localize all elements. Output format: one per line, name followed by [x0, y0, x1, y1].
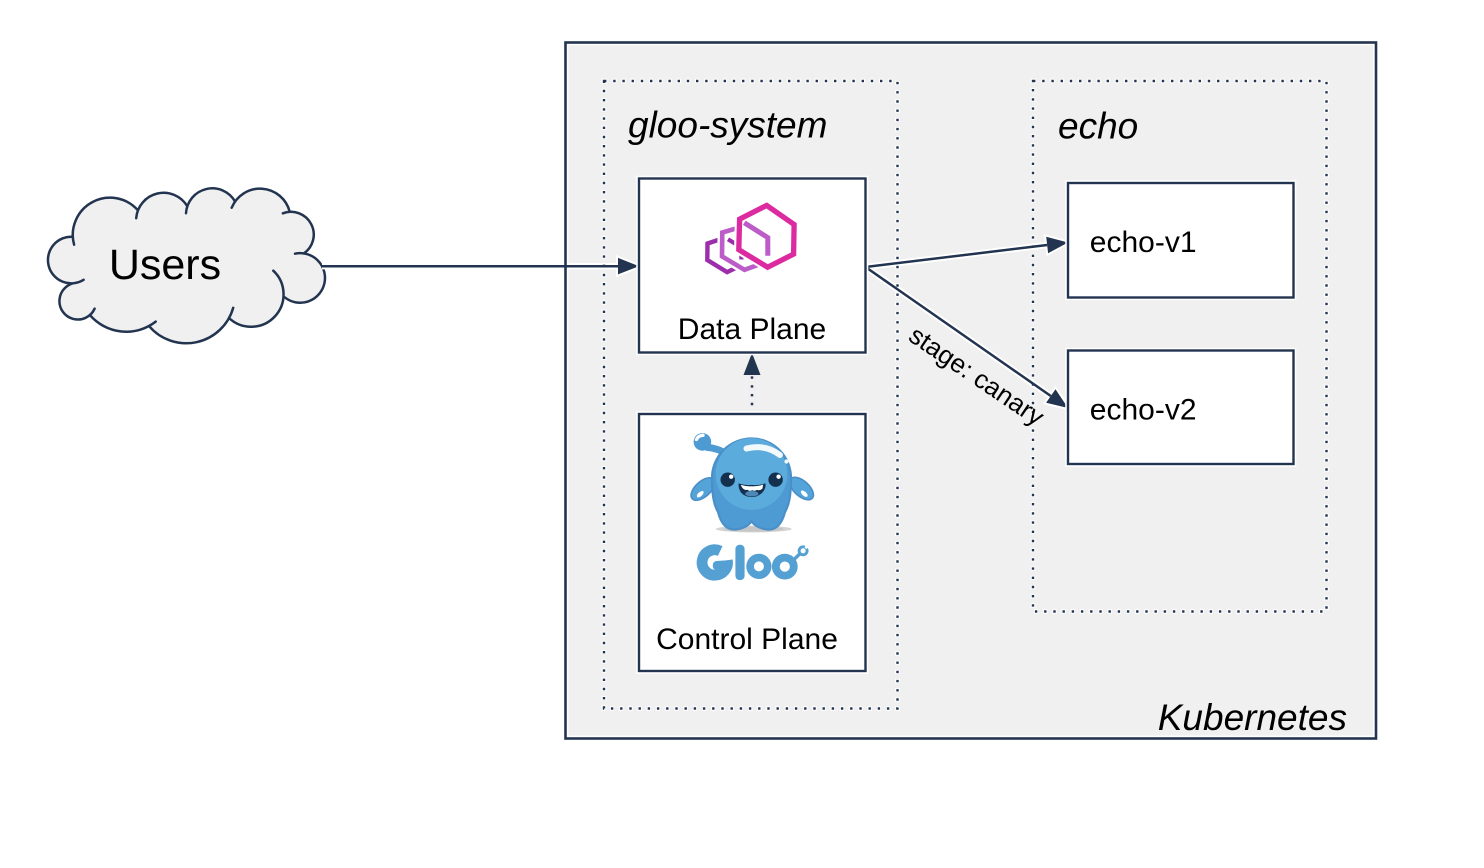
svg-text:echo-v1: echo-v1	[1090, 226, 1197, 259]
svg-text:Control Plane: Control Plane	[656, 623, 838, 656]
svg-text:echo: echo	[1058, 106, 1138, 147]
svg-text:Data Plane: Data Plane	[678, 313, 826, 346]
svg-text:gloo-system: gloo-system	[628, 105, 827, 146]
svg-text:Kubernetes: Kubernetes	[1158, 697, 1347, 738]
svg-text:echo-v2: echo-v2	[1090, 394, 1197, 427]
svg-text:Users: Users	[109, 241, 221, 289]
